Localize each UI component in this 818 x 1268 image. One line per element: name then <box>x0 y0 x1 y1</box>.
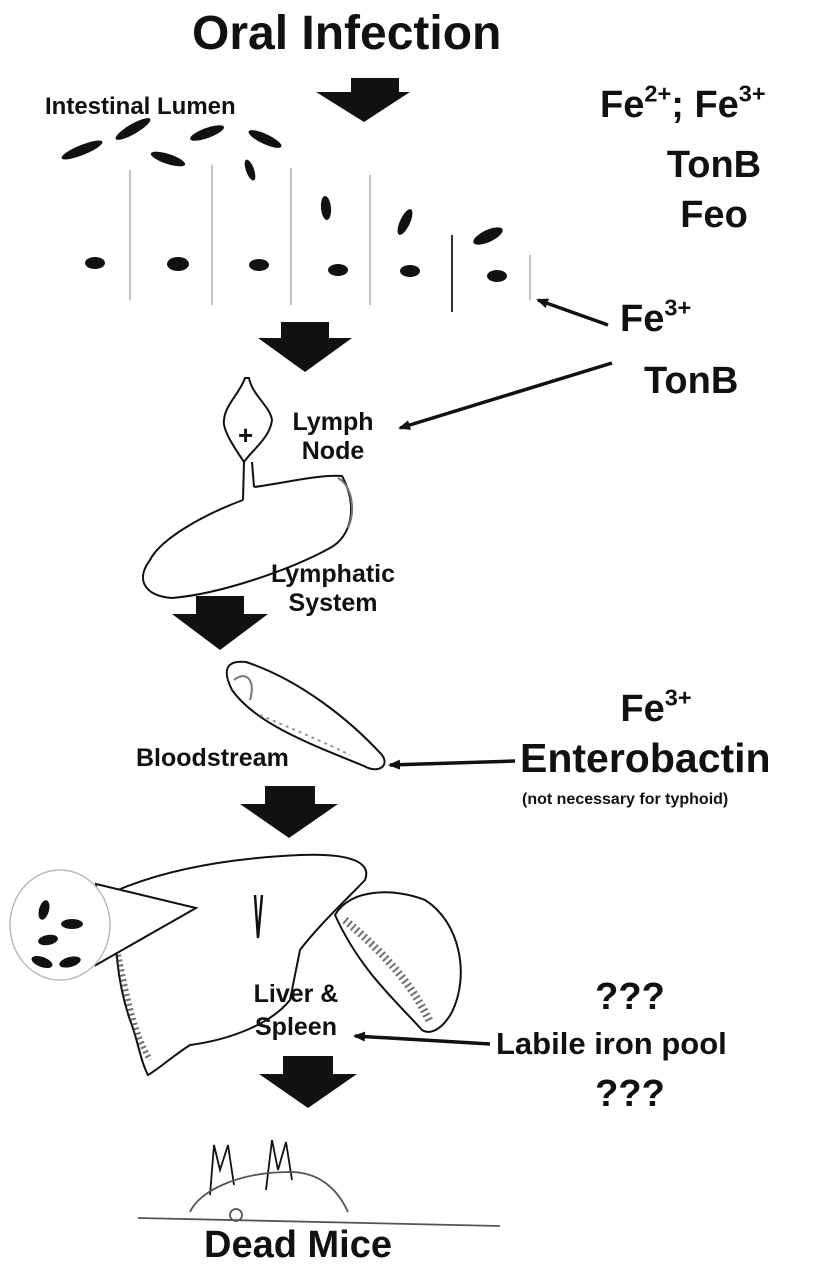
liver-spleen-label: Liver & Spleen <box>236 978 356 1043</box>
dead-mouse-drawing <box>138 1140 500 1226</box>
lymph-node-label: Lymph Node <box>278 408 388 466</box>
arrow-enterobactin-to-bloodstream <box>390 761 515 765</box>
arrow-labile-pool-to-spleen <box>355 1036 490 1044</box>
labile-iron-pool-label: Labile iron pool <box>496 1028 727 1059</box>
cell-nuclei <box>85 257 507 282</box>
unknown-marker-top: ??? <box>560 978 700 1016</box>
fe-symbol: Fe <box>600 84 644 126</box>
diagram-title: Oral Infection <box>192 10 501 58</box>
dead-mice-label: Dead Mice <box>204 1226 392 1264</box>
fe3-charge: 3+ <box>739 81 766 107</box>
lumen-feo-label: Feo <box>634 196 794 234</box>
fe-symbol: Fe <box>620 688 664 730</box>
lumen-bacteria <box>60 115 505 249</box>
ion-separator: ; <box>671 84 684 126</box>
flow-arrow <box>259 1056 357 1108</box>
unknown-marker-bottom: ??? <box>560 1075 700 1113</box>
enterobactin-label: Enterobactin <box>520 738 771 779</box>
arrow-fe3-to-lumen <box>538 300 608 325</box>
blood-fe3-label: Fe3+ <box>556 690 756 728</box>
lymph-tonb-label: TonB <box>644 362 738 400</box>
fe-symbol: Fe <box>620 298 664 340</box>
fe-symbol: Fe <box>694 84 738 126</box>
magnified-cell-drawing <box>10 870 196 980</box>
flow-arrow <box>316 78 410 122</box>
lymph-fe3-label: Fe3+ <box>620 300 691 338</box>
fe2-charge: 2+ <box>644 81 671 107</box>
epithelium-cells <box>130 165 530 312</box>
arrow-tonb-to-lymph-node <box>400 363 612 428</box>
flow-arrow <box>240 786 338 838</box>
fe3-charge: 3+ <box>664 295 691 321</box>
lumen-iron-label: Fe2+; Fe3+ <box>600 86 766 124</box>
fe3-charge: 3+ <box>665 685 692 711</box>
lumen-tonb-label: TonB <box>634 146 794 184</box>
flow-arrow <box>172 596 268 650</box>
lymph-node-plus-mark: + <box>238 422 253 448</box>
intestinal-lumen-label: Intestinal Lumen <box>45 95 236 119</box>
typhoid-note: (not necessary for typhoid) <box>522 792 728 808</box>
bloodstream-label: Bloodstream <box>136 746 289 771</box>
lymphatic-system-label: Lymphatic System <box>258 560 408 618</box>
flow-arrow <box>258 322 352 372</box>
